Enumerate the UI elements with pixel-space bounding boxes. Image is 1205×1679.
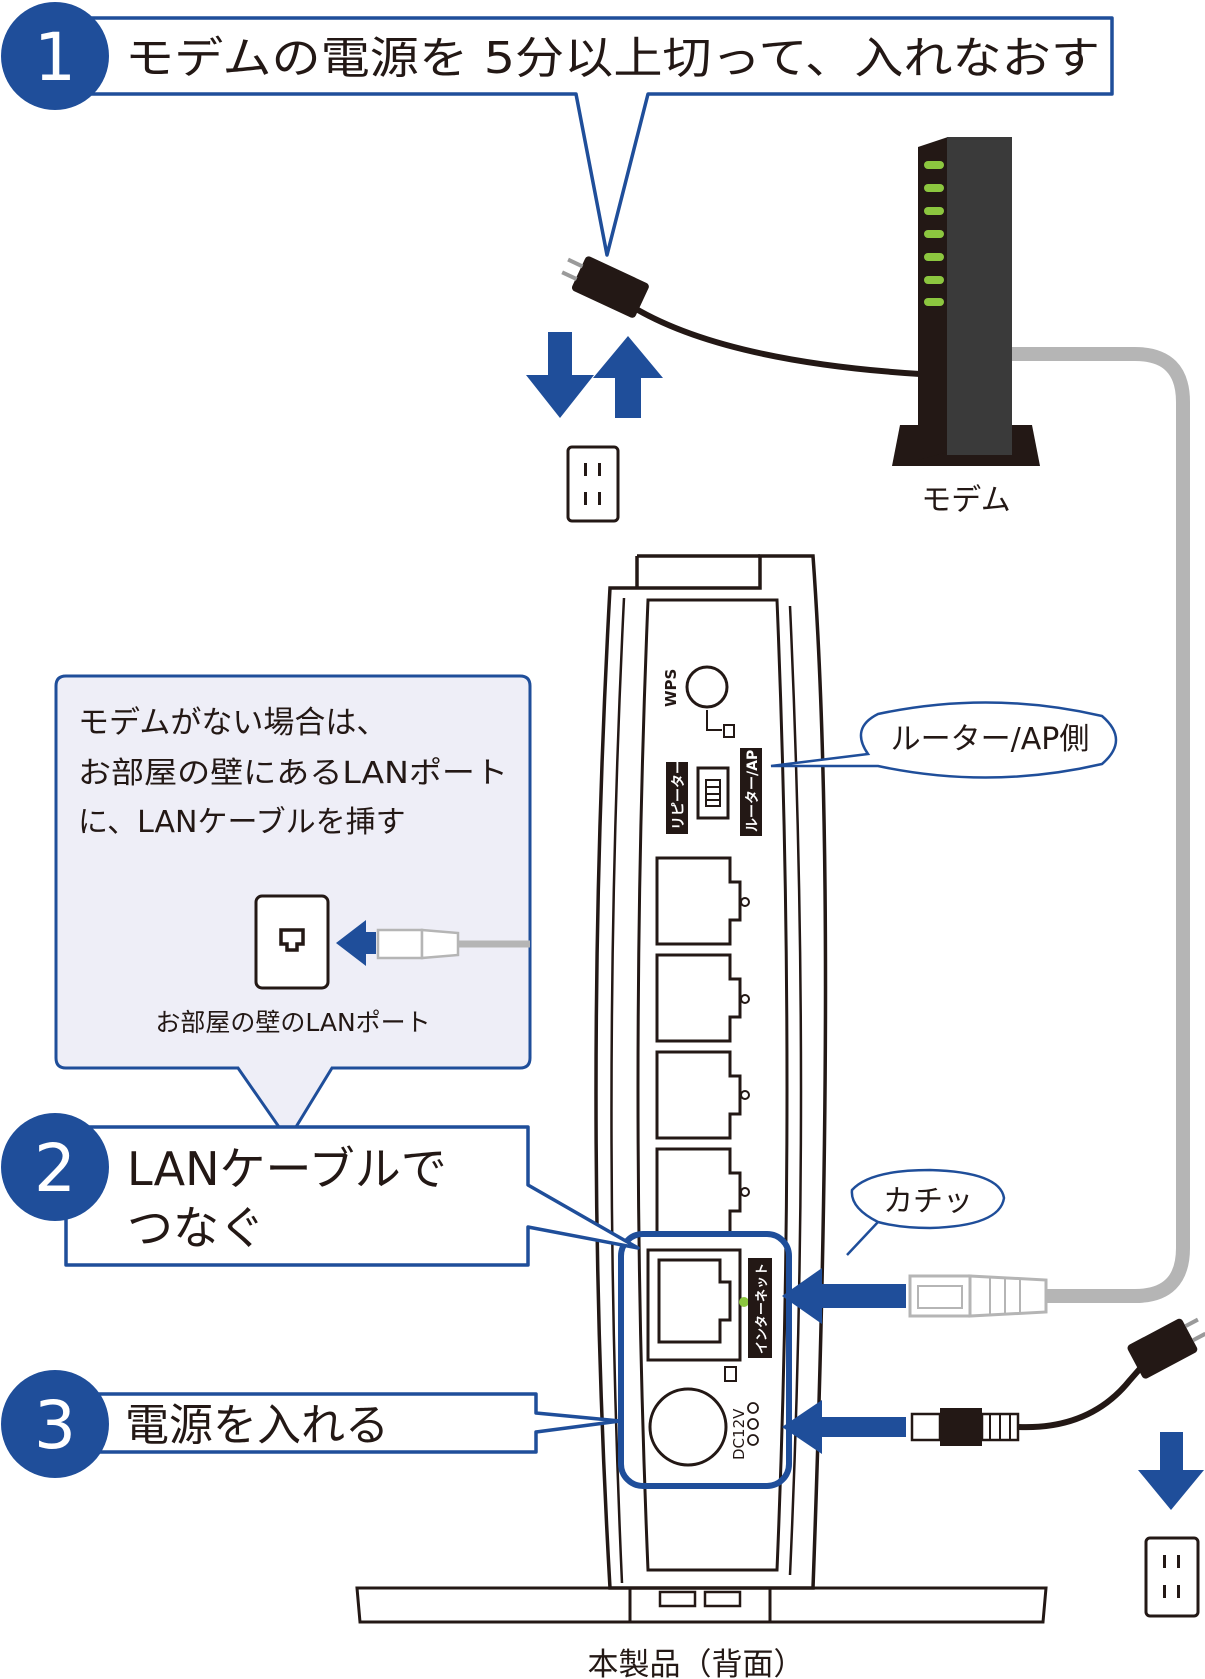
no-modem-note: モデムがない場合は、 お部屋の壁にあるLANポート に、LANケーブルを挿す お… <box>54 674 532 1143</box>
modem-status-leds <box>924 161 944 306</box>
router-body: WPS リピーター ルーター/AP <box>355 554 1048 1679</box>
step2-text-line1: LANケーブルで <box>127 1142 447 1196</box>
note-line1: モデムがない場合は、 <box>78 705 387 741</box>
internet-port[interactable] <box>646 1248 742 1362</box>
wps-button[interactable] <box>685 665 729 709</box>
lan-port-3[interactable] <box>655 1050 750 1140</box>
internet-label: インターネット <box>755 1263 770 1354</box>
wall-outlet-1 <box>566 445 620 523</box>
lan-port-1[interactable] <box>655 856 750 946</box>
step2-number: 2 <box>34 1130 76 1207</box>
note-port-caption: お部屋の壁のLANポート <box>155 1008 430 1037</box>
step3-callout: 3 電源を入れる <box>1 1370 622 1478</box>
plug-down-arrow <box>1138 1432 1204 1510</box>
dc-insert-arrow <box>782 1400 906 1454</box>
polarity-icon <box>747 1402 759 1446</box>
note-line3: に、LANケーブルを挿す <box>78 805 406 840</box>
step2-badge <box>1 1113 109 1221</box>
dc-label: DC12V <box>730 1408 748 1460</box>
step1-callout: 1 モデムの電源を 5分以上切って、入れなおす <box>1 2 1114 257</box>
step3-number: 3 <box>34 1387 76 1464</box>
step2-callout: 2 LANケーブルで つなぐ <box>1 1113 640 1267</box>
router-ap-label: ルーター/AP側 <box>891 722 1090 757</box>
repeater-label: リピーター <box>671 760 687 830</box>
product-label: 本製品（背面） <box>588 1647 805 1679</box>
step3-badge <box>1 1370 109 1478</box>
lan-insert-arrow <box>782 1268 906 1324</box>
unplug-down-arrow <box>526 332 594 418</box>
modem: モデム <box>892 137 1040 518</box>
step1-text: モデムの電源を 5分以上切って、入れなおす <box>125 33 1100 84</box>
modem-lan-cable <box>1005 347 1190 1303</box>
click-bubble: カチッ <box>846 1168 1006 1256</box>
lan-connector <box>908 1274 1048 1318</box>
note-line2: お部屋の壁にあるLANポート <box>78 756 508 791</box>
note-lan-connector <box>376 928 530 960</box>
wall-outlet-2 <box>1144 1536 1200 1618</box>
step3-text: 電源を入れる <box>125 1400 389 1451</box>
dc-jack[interactable] <box>648 1387 728 1467</box>
connection-highlight <box>618 1231 792 1489</box>
modem-label: モデム <box>921 483 1010 518</box>
click-label: カチッ <box>883 1184 973 1219</box>
dc-plug <box>910 1317 1205 1446</box>
modem-power-plug <box>561 256 921 377</box>
router-ap-mark: ルーター/AP <box>745 750 761 832</box>
step2-text-line2: つなぐ <box>127 1201 265 1255</box>
router-ap-bubble: ルーター/AP側 <box>770 701 1118 779</box>
step1-number: 1 <box>34 19 76 96</box>
plug-in-up-arrow <box>593 336 663 418</box>
note-insert-arrow <box>336 920 376 966</box>
wps-label: WPS <box>662 669 680 707</box>
lan-port-2[interactable] <box>655 953 750 1043</box>
step1-badge <box>1 2 109 110</box>
internet-led <box>739 1297 749 1307</box>
wall-lan-port-icon <box>254 894 330 990</box>
